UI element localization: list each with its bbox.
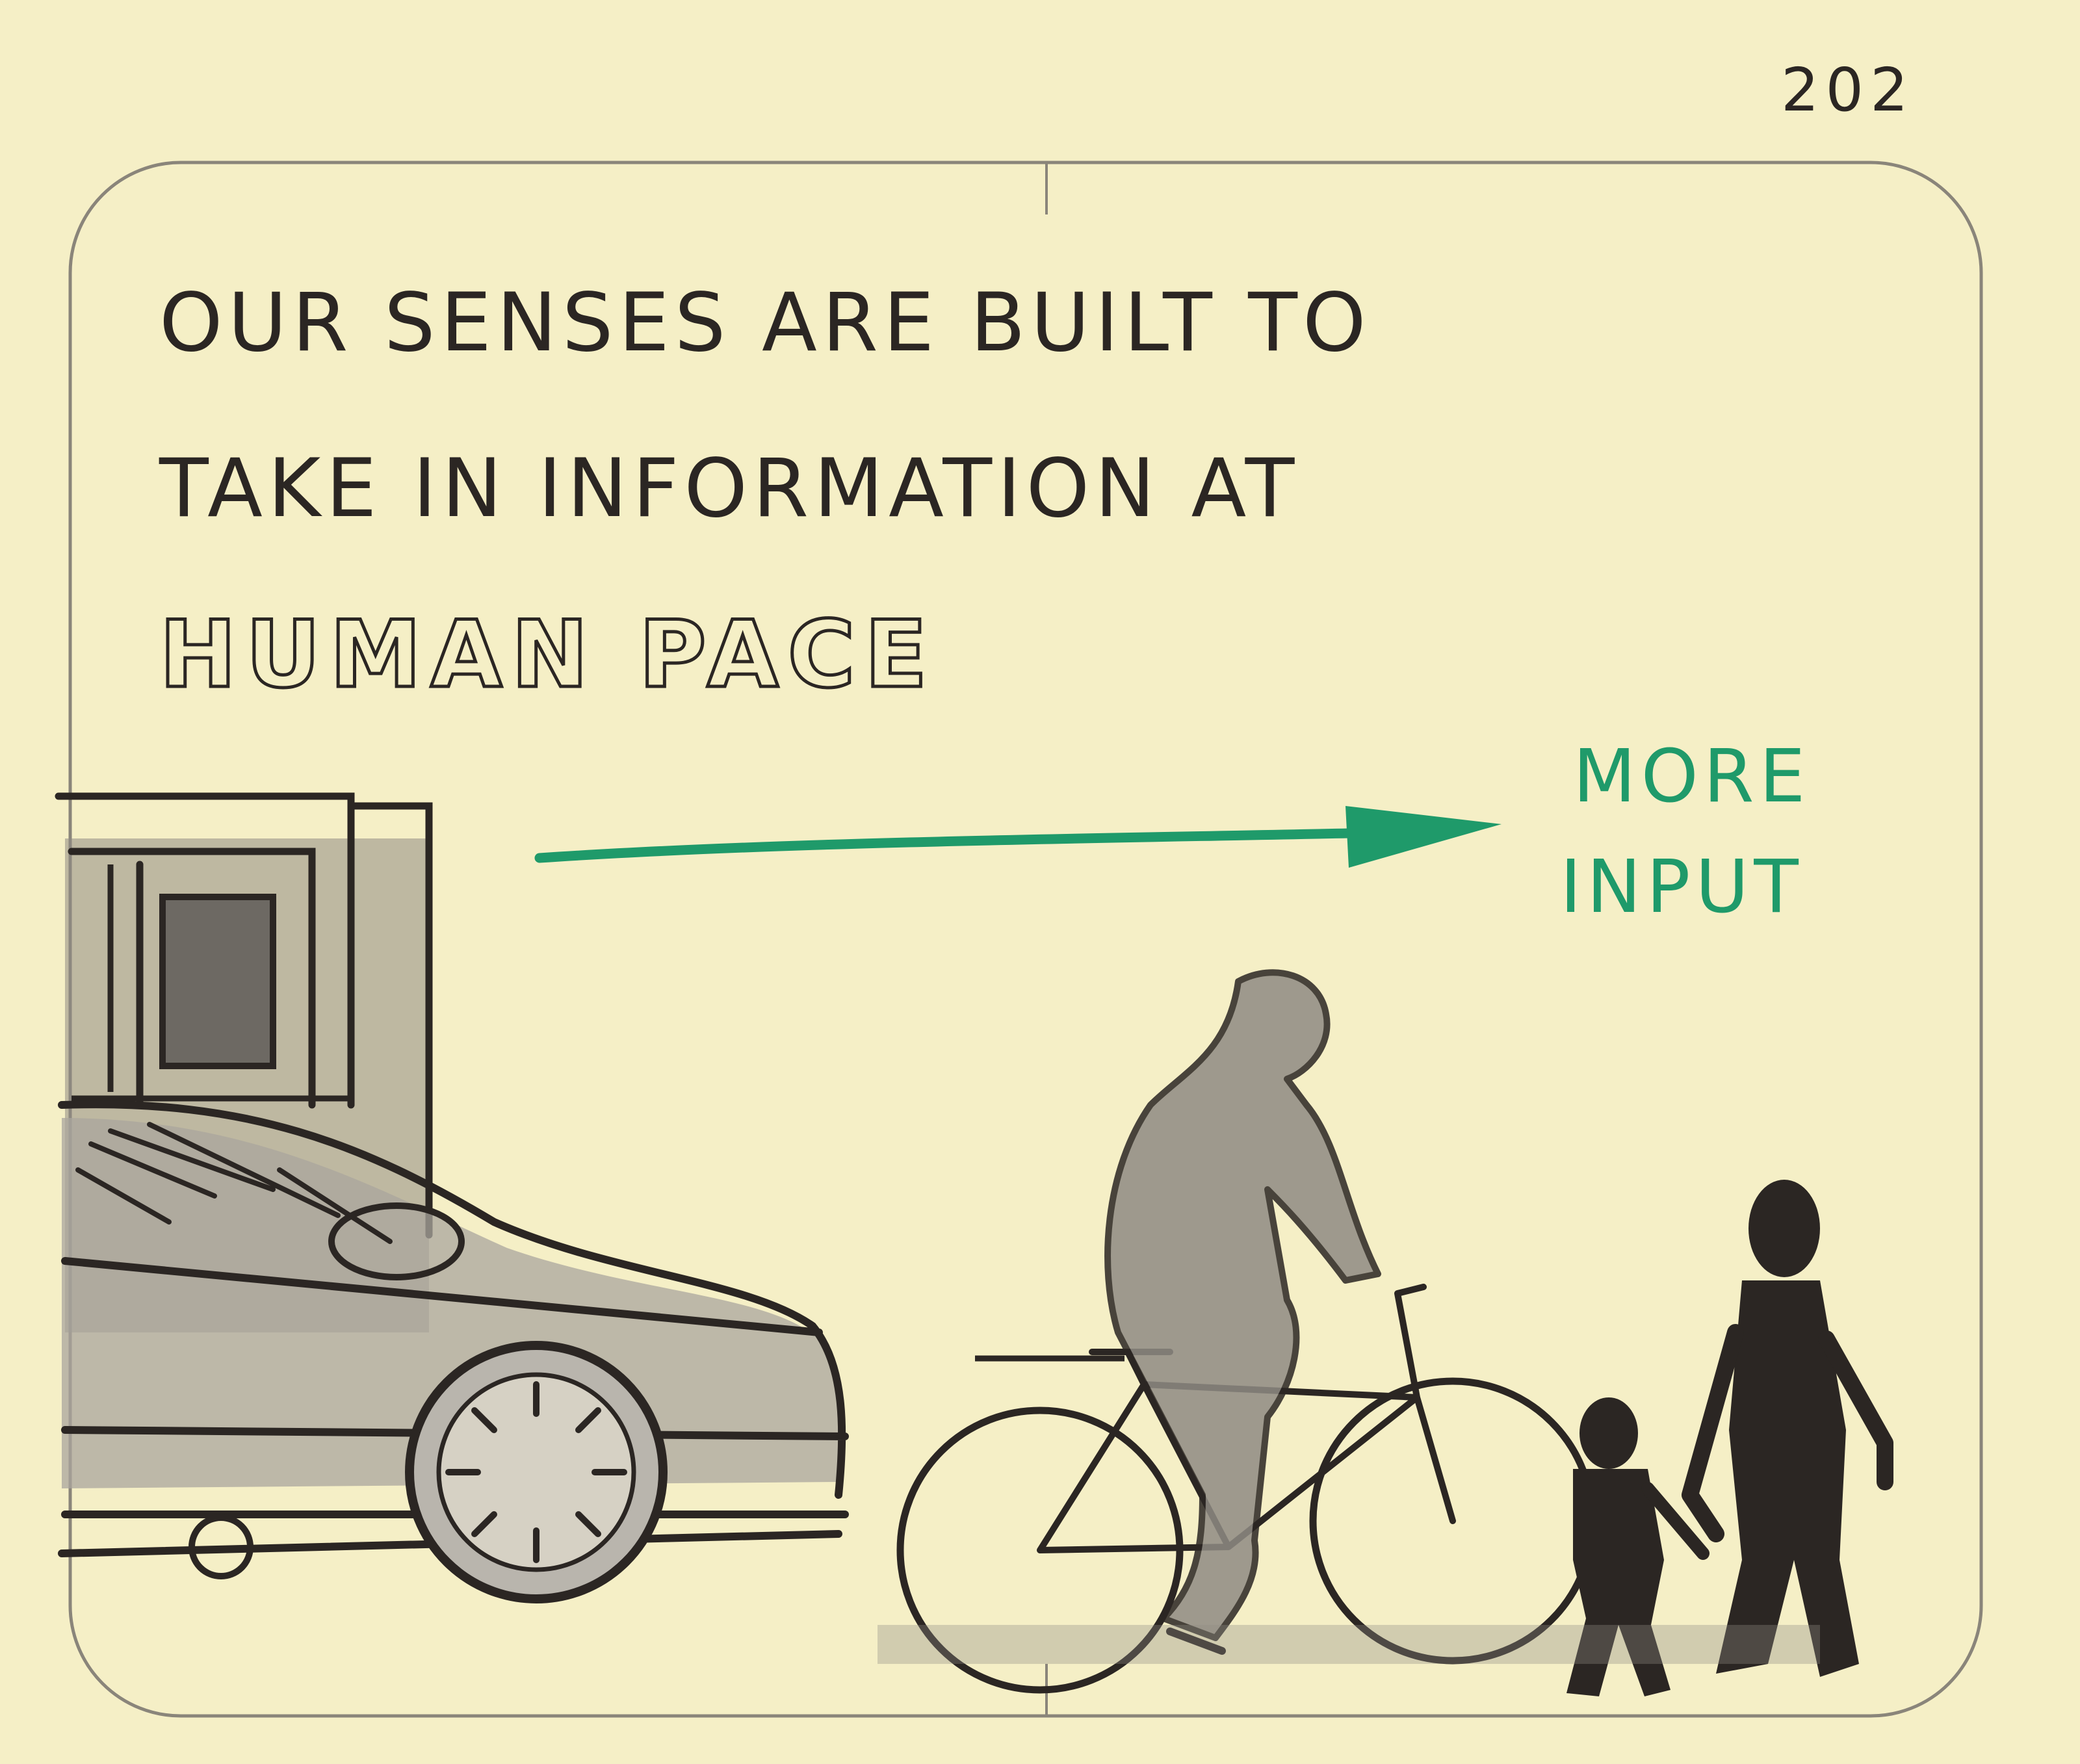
annotation-input: INPUT <box>1560 845 1804 929</box>
annotation-more: MORE <box>1573 734 1810 819</box>
caption-line-1: OUR SENSES ARE BUILT TO <box>159 276 1372 370</box>
ground-shadow <box>878 1625 1820 1664</box>
caption-emphasis: HUMAN PACE <box>159 601 937 708</box>
caption-line-2: TAKE IN INFORMATION AT <box>159 442 1299 536</box>
page-number: 202 <box>1781 55 1915 125</box>
adult-pedestrian-icon <box>1690 1180 1885 1677</box>
right-arrow-icon <box>540 806 1502 868</box>
car-icon <box>62 1104 845 1599</box>
